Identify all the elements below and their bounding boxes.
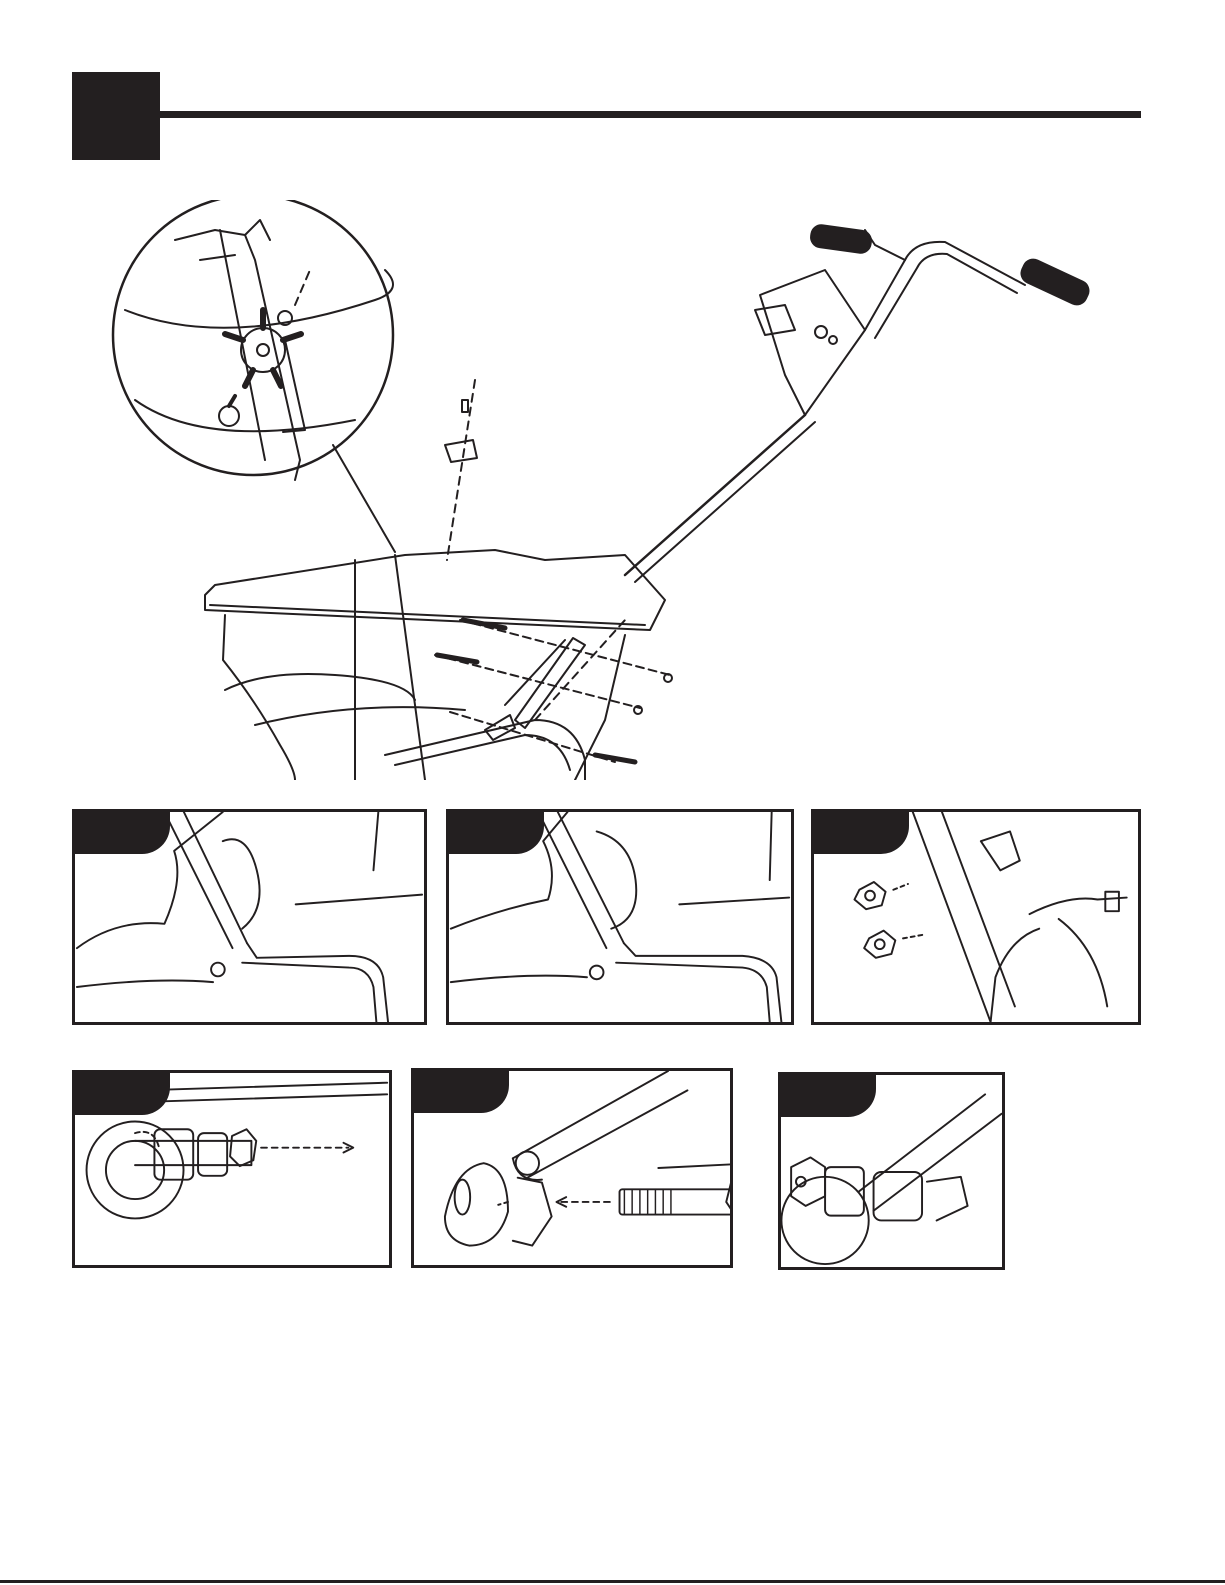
panel-6-tab <box>781 1075 876 1117</box>
step-header-rule <box>160 111 1141 118</box>
panel-2-tab <box>449 812 544 854</box>
panel-5-tab <box>414 1071 509 1113</box>
page-bottom-rule <box>0 1580 1225 1583</box>
detail-panel-2 <box>446 809 794 1025</box>
panel-4-tab <box>75 1073 170 1115</box>
detail-panel-6 <box>778 1072 1005 1270</box>
step-number-marker <box>72 72 160 160</box>
main-assembly-figure <box>105 200 1125 780</box>
agitator-detail-magnifier-icon <box>113 200 393 480</box>
spreader-assembly-icon <box>105 200 1125 780</box>
detail-panel-3 <box>811 809 1141 1025</box>
panel-3-tab <box>814 812 909 854</box>
detail-panel-1 <box>72 809 427 1025</box>
panel-1-tab <box>75 812 170 854</box>
detail-panel-5 <box>411 1068 733 1268</box>
detail-panel-4 <box>72 1070 392 1268</box>
